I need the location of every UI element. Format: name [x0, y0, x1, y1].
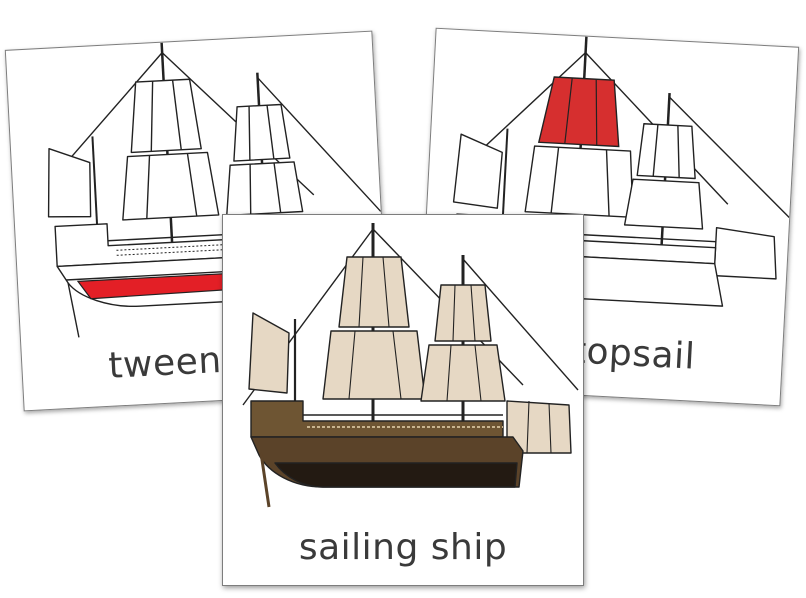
highlighted-topsail	[537, 76, 620, 148]
card-label-sailing-ship: sailing ship	[298, 527, 508, 568]
card-label-tween: tween	[107, 339, 223, 387]
sailing-ship-color-illustration	[242, 223, 579, 508]
nomenclature-card-sailing-ship: sailing ship	[222, 214, 584, 586]
card-label-topsail: topsail	[570, 330, 697, 378]
